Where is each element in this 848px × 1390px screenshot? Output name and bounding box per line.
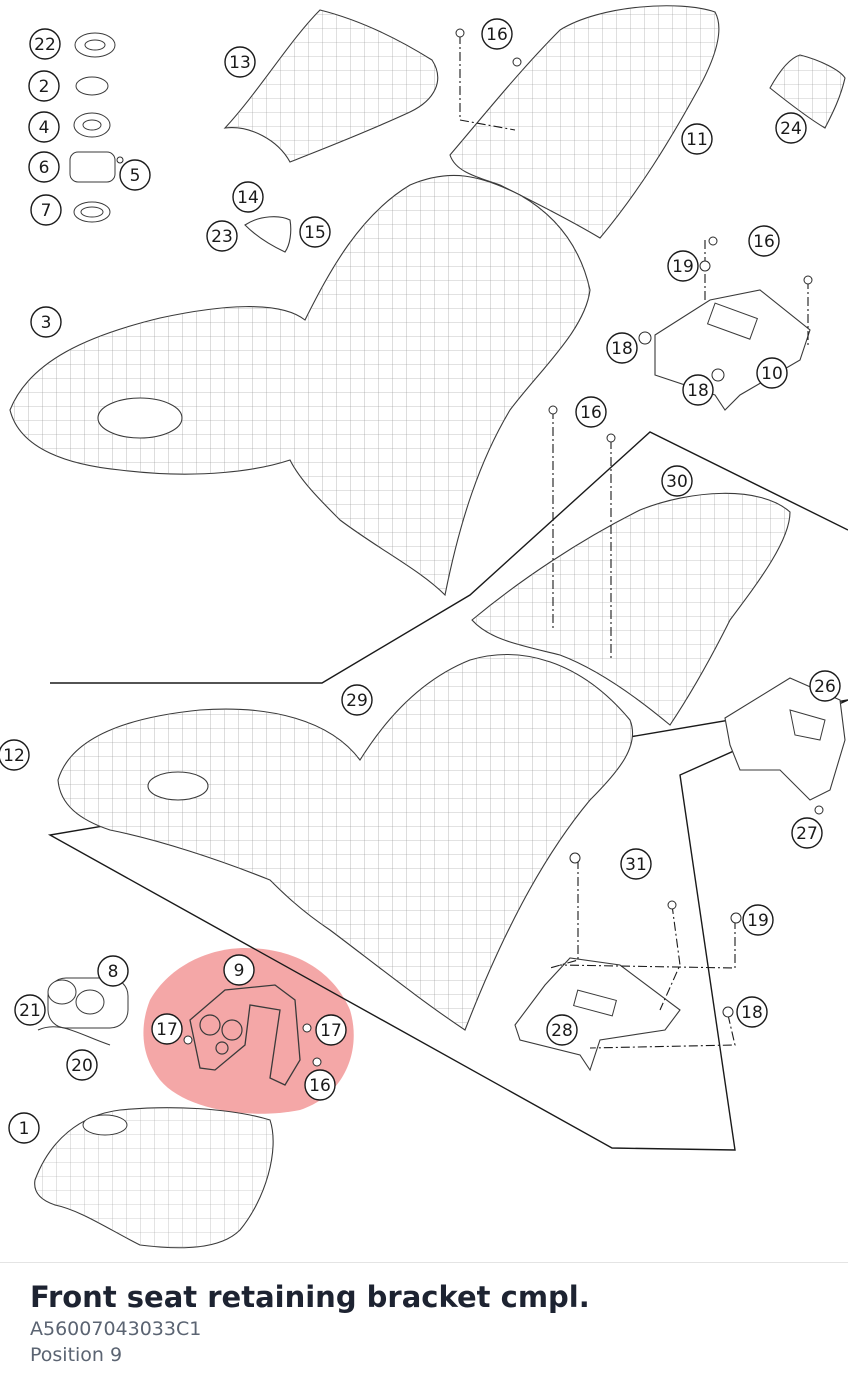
callout-label: 21 [19,1001,41,1021]
callout-29[interactable]: 29 [341,684,373,716]
callout-label: 3 [41,313,52,333]
callout-20[interactable]: 20 [66,1049,98,1081]
callout-label: 18 [687,381,709,401]
callout-17[interactable]: 17 [151,1013,183,1045]
leader-lines [459,35,809,1049]
callout-22[interactable]: 22 [29,28,61,60]
callout-16[interactable]: 16 [748,225,780,257]
part-1-fuel-tank[interactable] [34,1107,274,1249]
callout-5[interactable]: 5 [119,159,151,191]
callout-label: 18 [741,1003,763,1023]
callout-label: 7 [41,201,52,221]
callout-label: 2 [39,77,50,97]
callout-label: 16 [753,232,775,252]
callout-label: 30 [666,472,688,492]
callout-30[interactable]: 30 [661,465,693,497]
callout-label: 12 [3,746,25,766]
bolts [116,28,824,1067]
callout-label: 15 [304,223,326,243]
divider [0,1262,848,1263]
callout-label: 1 [19,1119,30,1139]
callout-12[interactable]: 12 [0,739,30,771]
callout-19[interactable]: 19 [667,250,699,282]
callout-label: 5 [130,166,141,186]
callout-26[interactable]: 26 [809,670,841,702]
callout-label: 19 [672,257,694,277]
callout-15[interactable]: 15 [299,216,331,248]
fuel-cap-parts[interactable] [69,32,116,223]
callout-14[interactable]: 14 [232,181,264,213]
callout-28[interactable]: 28 [546,1014,578,1046]
callout-label: 6 [39,158,50,178]
part-3-seat[interactable] [9,174,591,597]
callout-label: 18 [611,339,633,359]
highlight-part-9[interactable] [143,948,354,1114]
callout-27[interactable]: 27 [791,817,823,849]
callout-label: 22 [34,35,56,55]
part-10-bracket[interactable] [654,289,811,411]
callout-13[interactable]: 13 [224,46,256,78]
callout-7[interactable]: 7 [30,194,62,226]
callout-16[interactable]: 16 [481,18,513,50]
callout-label: 14 [237,188,259,208]
callout-18[interactable]: 18 [736,996,768,1028]
callout-label: 17 [320,1021,342,1041]
callout-2[interactable]: 2 [28,70,60,102]
part-position: Position 9 [30,1344,123,1366]
callout-18[interactable]: 18 [682,374,714,406]
callout-1[interactable]: 1 [8,1112,40,1144]
callout-19[interactable]: 19 [742,904,774,936]
callout-11[interactable]: 11 [681,123,713,155]
callout-label: 19 [747,911,769,931]
callout-23[interactable]: 23 [206,220,238,252]
part-9-bracket[interactable] [189,984,301,1086]
callout-3[interactable]: 3 [30,306,62,338]
callout-label: 4 [39,118,50,138]
part-13-cover[interactable] [223,9,439,163]
part-number: A56007043033C1 [30,1318,202,1340]
callout-label: 26 [814,677,836,697]
callout-label: 16 [580,403,602,423]
callout-label: 29 [346,691,368,711]
callout-18[interactable]: 18 [606,332,638,364]
callout-label: 27 [796,824,818,844]
callout-10[interactable]: 10 [756,357,788,389]
callout-label: 16 [486,25,508,45]
callout-label: 28 [551,1021,573,1041]
part-29-seat[interactable] [57,654,634,1031]
part-30-rear-seat[interactable] [471,492,791,726]
callout-label: 10 [761,364,783,384]
callout-label: 9 [234,961,245,981]
callout-9[interactable]: 9 [223,954,255,986]
callout-label: 16 [309,1076,331,1096]
part-info: Front seat retaining bracket cmpl. A5600… [30,1278,830,1368]
callout-label: 24 [780,119,802,139]
callout-8[interactable]: 8 [97,955,129,987]
part-14-pad[interactable] [244,216,292,253]
callout-label: 31 [625,855,647,875]
callout-label: 20 [71,1056,93,1076]
callout-16[interactable]: 16 [304,1069,336,1101]
callout-16[interactable]: 16 [575,396,607,428]
callout-4[interactable]: 4 [28,111,60,143]
callout-label: 23 [211,227,233,247]
callout-label: 13 [229,53,251,73]
callout-label: 17 [156,1020,178,1040]
part-title: Front seat retaining bracket cmpl. [30,1280,590,1314]
callout-21[interactable]: 21 [14,994,46,1026]
part-28-bracket[interactable] [514,957,681,1072]
part-24-pad[interactable] [769,54,846,129]
callout-17[interactable]: 17 [315,1014,347,1046]
callout-label: 8 [108,962,119,982]
part-26-bracket[interactable] [724,677,846,801]
callout-31[interactable]: 31 [620,848,652,880]
parts-8-21-20[interactable] [37,977,129,1046]
callout-label: 11 [686,130,708,150]
callout-6[interactable]: 6 [28,151,60,183]
callout-24[interactable]: 24 [775,112,807,144]
